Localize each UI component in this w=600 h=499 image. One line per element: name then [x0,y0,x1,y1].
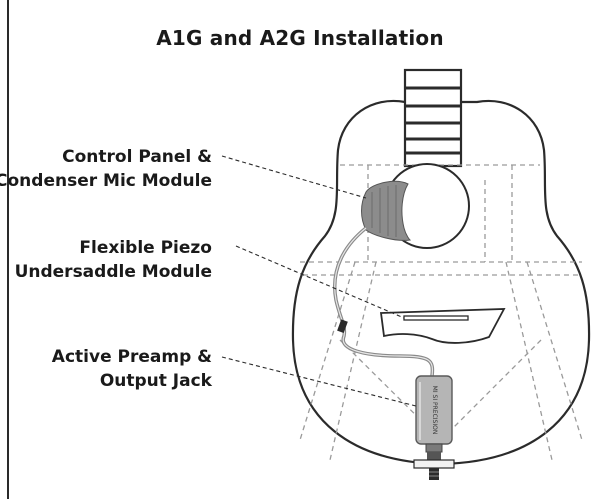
preamp-unit-text: MI SI PRECISION [431,386,438,435]
control-panel-label-line2: Condenser Mic Module [0,171,212,191]
preamp-leader-line [221,356,417,407]
cable-connector [337,319,348,334]
preamp-label: Active Preamp & Output Jack [52,345,212,393]
preamp-label-line2: Output Jack [99,371,212,391]
left-border-rule [7,0,9,499]
piezo-label-line2: Undersaddle Module [14,262,212,282]
preamp-label-line1: Active Preamp & [51,347,212,367]
piezo-leader-line [235,245,405,319]
control-panel-label-line1: Control Panel & [62,147,212,167]
guitar-neck [403,68,463,168]
saddle-slot [403,315,469,321]
control-panel-leader-line [221,155,367,199]
diagram-title: A1G and A2G Installation [156,26,444,50]
control-panel-label: Control Panel & Condenser Mic Module [0,145,212,193]
preamp-unit [415,375,453,453]
piezo-label-line1: Flexible Piezo [79,238,212,258]
piezo-label: Flexible Piezo Undersaddle Module [15,236,212,284]
output-jack [413,452,455,480]
